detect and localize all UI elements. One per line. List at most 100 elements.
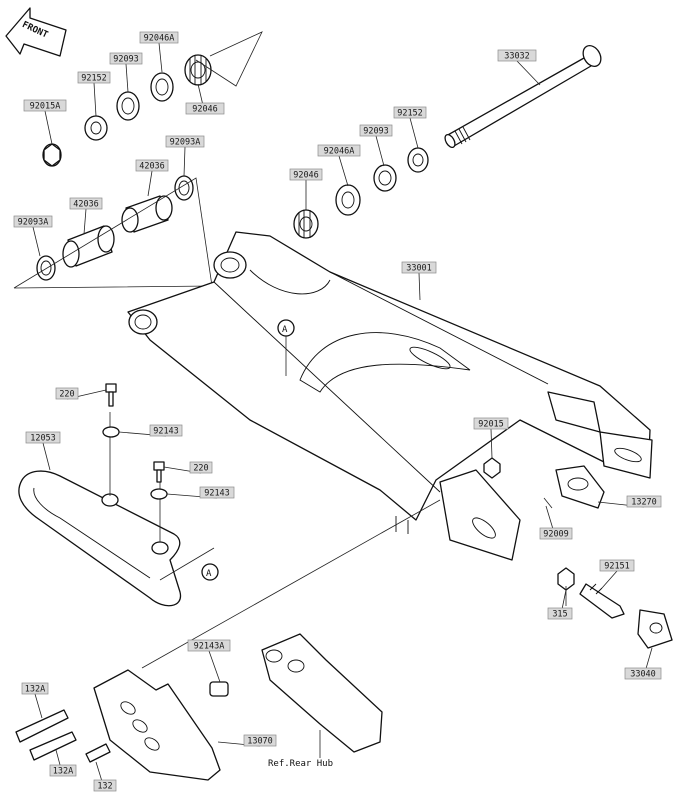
leader-line [375,135,385,167]
callout-a-upper: A [282,325,288,335]
part-label-text: 13270 [631,498,657,508]
part-label-box [317,144,361,157]
leader-line [42,442,51,471]
part-label-92093a: 92093A [13,215,53,257]
hardware-nuts [43,143,575,606]
leader-line [34,693,43,719]
collars-and-seals [13,175,213,289]
part-labels: 92046A9209392152920463303292015A92093A42… [13,31,662,792]
part-label-132: 132 [93,761,117,792]
part-label-92143: 92143 [118,424,183,437]
leader-line [44,110,53,145]
swing-arm-33001 [127,231,653,561]
part-label-42036: 42036 [69,197,103,235]
part-label-box [69,197,103,210]
leader-line [158,42,163,73]
part-label-text: 92015 [478,420,504,430]
part-label-box [626,495,662,508]
leader-line [601,570,618,589]
part-label-box [77,71,111,84]
leader-line [183,146,186,177]
part-label-box [23,99,67,112]
part-label-box [25,431,61,444]
callout-a-markers: A A [201,319,295,581]
part-label-box [139,31,179,44]
pivot-shaft-33032 [444,45,602,149]
part-label-132a: 132A [21,682,49,719]
part-label-box [187,639,231,652]
leader-line [338,155,349,187]
part-label-text: 220 [59,390,74,400]
part-label-text: 92093A [18,218,49,228]
slider-bolts [102,383,168,500]
reference-note-rear-hub: Ref.Rear Hub [268,759,333,769]
part-label-text: 132A [53,767,73,777]
part-label-box [539,527,573,540]
part-label-92143a: 92143A [187,639,231,683]
part-label-text: 132A [25,685,45,695]
part-label-33040: 33040 [624,647,662,680]
part-label-text: 92143A [194,642,225,652]
part-label-13070: 13070 [217,734,277,747]
part-label-box [289,168,323,181]
part-label-text: 92009 [543,530,569,540]
part-label-33032: 33032 [497,49,541,86]
leader-line [208,650,221,683]
part-label-220: 220 [163,461,213,474]
part-label-text: 13070 [247,737,273,747]
part-label-box [93,779,117,792]
part-label-92143: 92143 [166,486,235,499]
part-label-13270: 13270 [597,495,662,508]
part-label-220: 220 [55,387,107,400]
part-label-text: 92143 [204,489,230,499]
part-label-box [135,159,169,172]
part-label-box [21,682,49,695]
leader-line [490,428,493,459]
part-label-92046a: 92046A [317,144,361,187]
leader-line [93,82,97,117]
part-label-box [55,387,79,400]
part-label-box [359,124,393,137]
part-label-text: 132 [97,782,112,792]
leader-line [147,170,153,197]
part-label-text: 92093 [363,127,389,137]
part-label-92015a: 92015A [23,99,67,145]
part-label-box [185,102,225,115]
leader-line [409,117,419,149]
part-label-text: 33040 [630,670,656,680]
part-label-box [165,135,205,148]
part-label-box [109,52,143,65]
chain-adjuster [543,465,673,649]
part-label-box [624,667,662,680]
part-label-box [13,215,53,228]
part-label-box [199,486,235,499]
part-label-92151: 92151 [599,559,635,589]
part-label-text: 92093A [170,138,201,148]
part-label-text: 92152 [81,74,107,84]
leader-line [83,208,87,235]
part-label-text: 92152 [397,109,423,119]
part-label-text: 42036 [73,200,99,210]
leader-line [418,272,421,301]
front-arrow-icon: FRONT [5,7,67,57]
chain-slider-12053 [18,412,215,607]
part-label-text: 33032 [504,52,530,62]
part-label-92046: 92046 [185,83,225,115]
part-label-42036: 42036 [135,159,169,197]
part-label-text: 220 [193,464,208,474]
leader-line [32,226,41,257]
left-bearing-stack [42,31,263,167]
part-label-box [189,461,213,474]
part-label-text: 12053 [30,434,56,444]
part-label-33001: 33001 [401,261,437,301]
part-label-92046: 92046 [289,168,323,210]
chain-guide-upper [261,633,383,758]
part-label-text: 92046A [324,147,355,157]
part-label-92152: 92152 [393,106,427,149]
part-label-box [149,424,183,437]
part-label-text: 92015A [30,102,61,112]
part-label-text: 92046 [192,105,218,115]
part-label-92093a: 92093A [165,135,205,177]
